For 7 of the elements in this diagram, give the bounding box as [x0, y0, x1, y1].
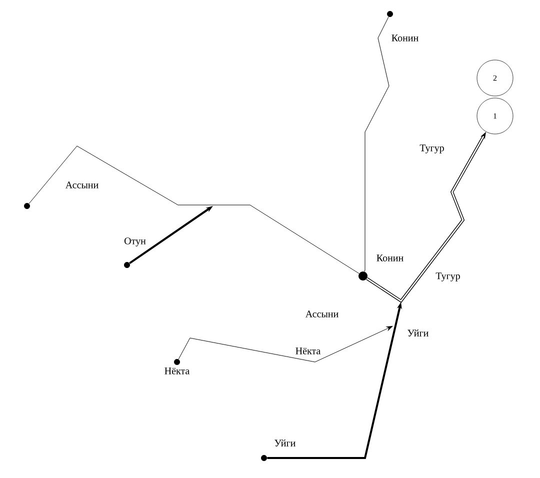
- river-label: Тугур: [420, 144, 444, 154]
- river-label: Тугур: [436, 272, 460, 282]
- river-label: Ассыни: [305, 310, 338, 318]
- river-arrow: [178, 326, 393, 362]
- junction-dot: [358, 272, 368, 280]
- river-label: Уйги: [408, 330, 428, 336]
- river-label: Нёкта: [296, 348, 321, 354]
